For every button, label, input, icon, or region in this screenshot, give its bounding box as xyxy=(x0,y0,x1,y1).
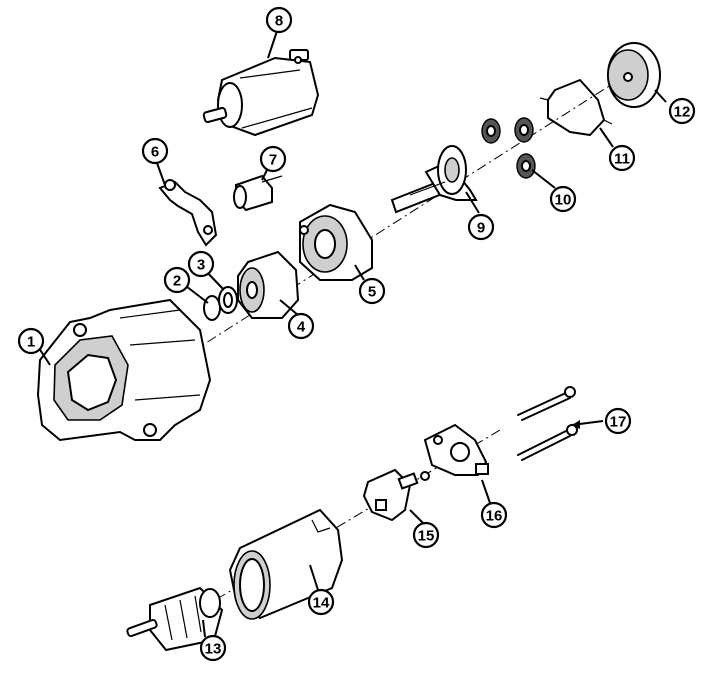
drive-end-housing xyxy=(36,298,212,442)
dust-cover xyxy=(607,42,661,108)
callout-3: 3 xyxy=(187,250,215,278)
svg-text:7: 7 xyxy=(269,152,277,169)
callout-7: 7 xyxy=(259,145,287,173)
callout-13: 13 xyxy=(199,634,227,662)
ring-gear-retainer xyxy=(539,79,613,136)
commutator-end-cap xyxy=(423,423,489,476)
svg-text:9: 9 xyxy=(477,220,485,237)
assembly-axis-lines xyxy=(139,59,651,631)
svg-text:1: 1 xyxy=(27,334,35,351)
svg-text:12: 12 xyxy=(674,104,691,121)
svg-text:16: 16 xyxy=(486,508,503,525)
callout-14: 14 xyxy=(307,588,335,616)
snap-ring xyxy=(203,295,221,321)
callout-1: 1 xyxy=(17,327,45,355)
svg-text:14: 14 xyxy=(313,595,330,612)
brush-holder xyxy=(362,468,430,522)
planetary-gears xyxy=(481,117,536,179)
callout-9: 9 xyxy=(467,213,495,241)
callout-5: 5 xyxy=(358,277,386,305)
svg-text:17: 17 xyxy=(610,414,627,431)
svg-text:13: 13 xyxy=(205,641,222,658)
callout-15: 15 xyxy=(412,521,440,549)
shift-fork xyxy=(158,179,218,247)
callout-10: 10 xyxy=(549,185,577,213)
svg-text:15: 15 xyxy=(418,528,435,545)
callout-17: 17 xyxy=(604,407,632,435)
callout-4: 4 xyxy=(287,312,315,340)
callout-11: 11 xyxy=(608,144,636,172)
svg-text:5: 5 xyxy=(368,284,376,301)
callout-2: 2 xyxy=(163,266,191,294)
output-shaft xyxy=(390,145,478,214)
solenoid-plunger xyxy=(233,174,283,212)
callout-6: 6 xyxy=(141,137,169,165)
svg-text:10: 10 xyxy=(555,192,572,209)
solenoid xyxy=(202,49,320,137)
callout-16: 16 xyxy=(480,501,508,529)
svg-text:11: 11 xyxy=(614,151,630,168)
callout-12: 12 xyxy=(668,97,696,125)
svg-text:6: 6 xyxy=(151,144,159,161)
svg-text:3: 3 xyxy=(197,257,205,274)
svg-text:2: 2 xyxy=(173,273,181,290)
gear-housing xyxy=(299,203,373,281)
pinion-collar xyxy=(218,286,238,314)
callout-8: 8 xyxy=(265,6,293,34)
svg-text:8: 8 xyxy=(275,13,283,30)
through-bolts xyxy=(517,386,578,461)
svg-text:4: 4 xyxy=(297,319,306,336)
